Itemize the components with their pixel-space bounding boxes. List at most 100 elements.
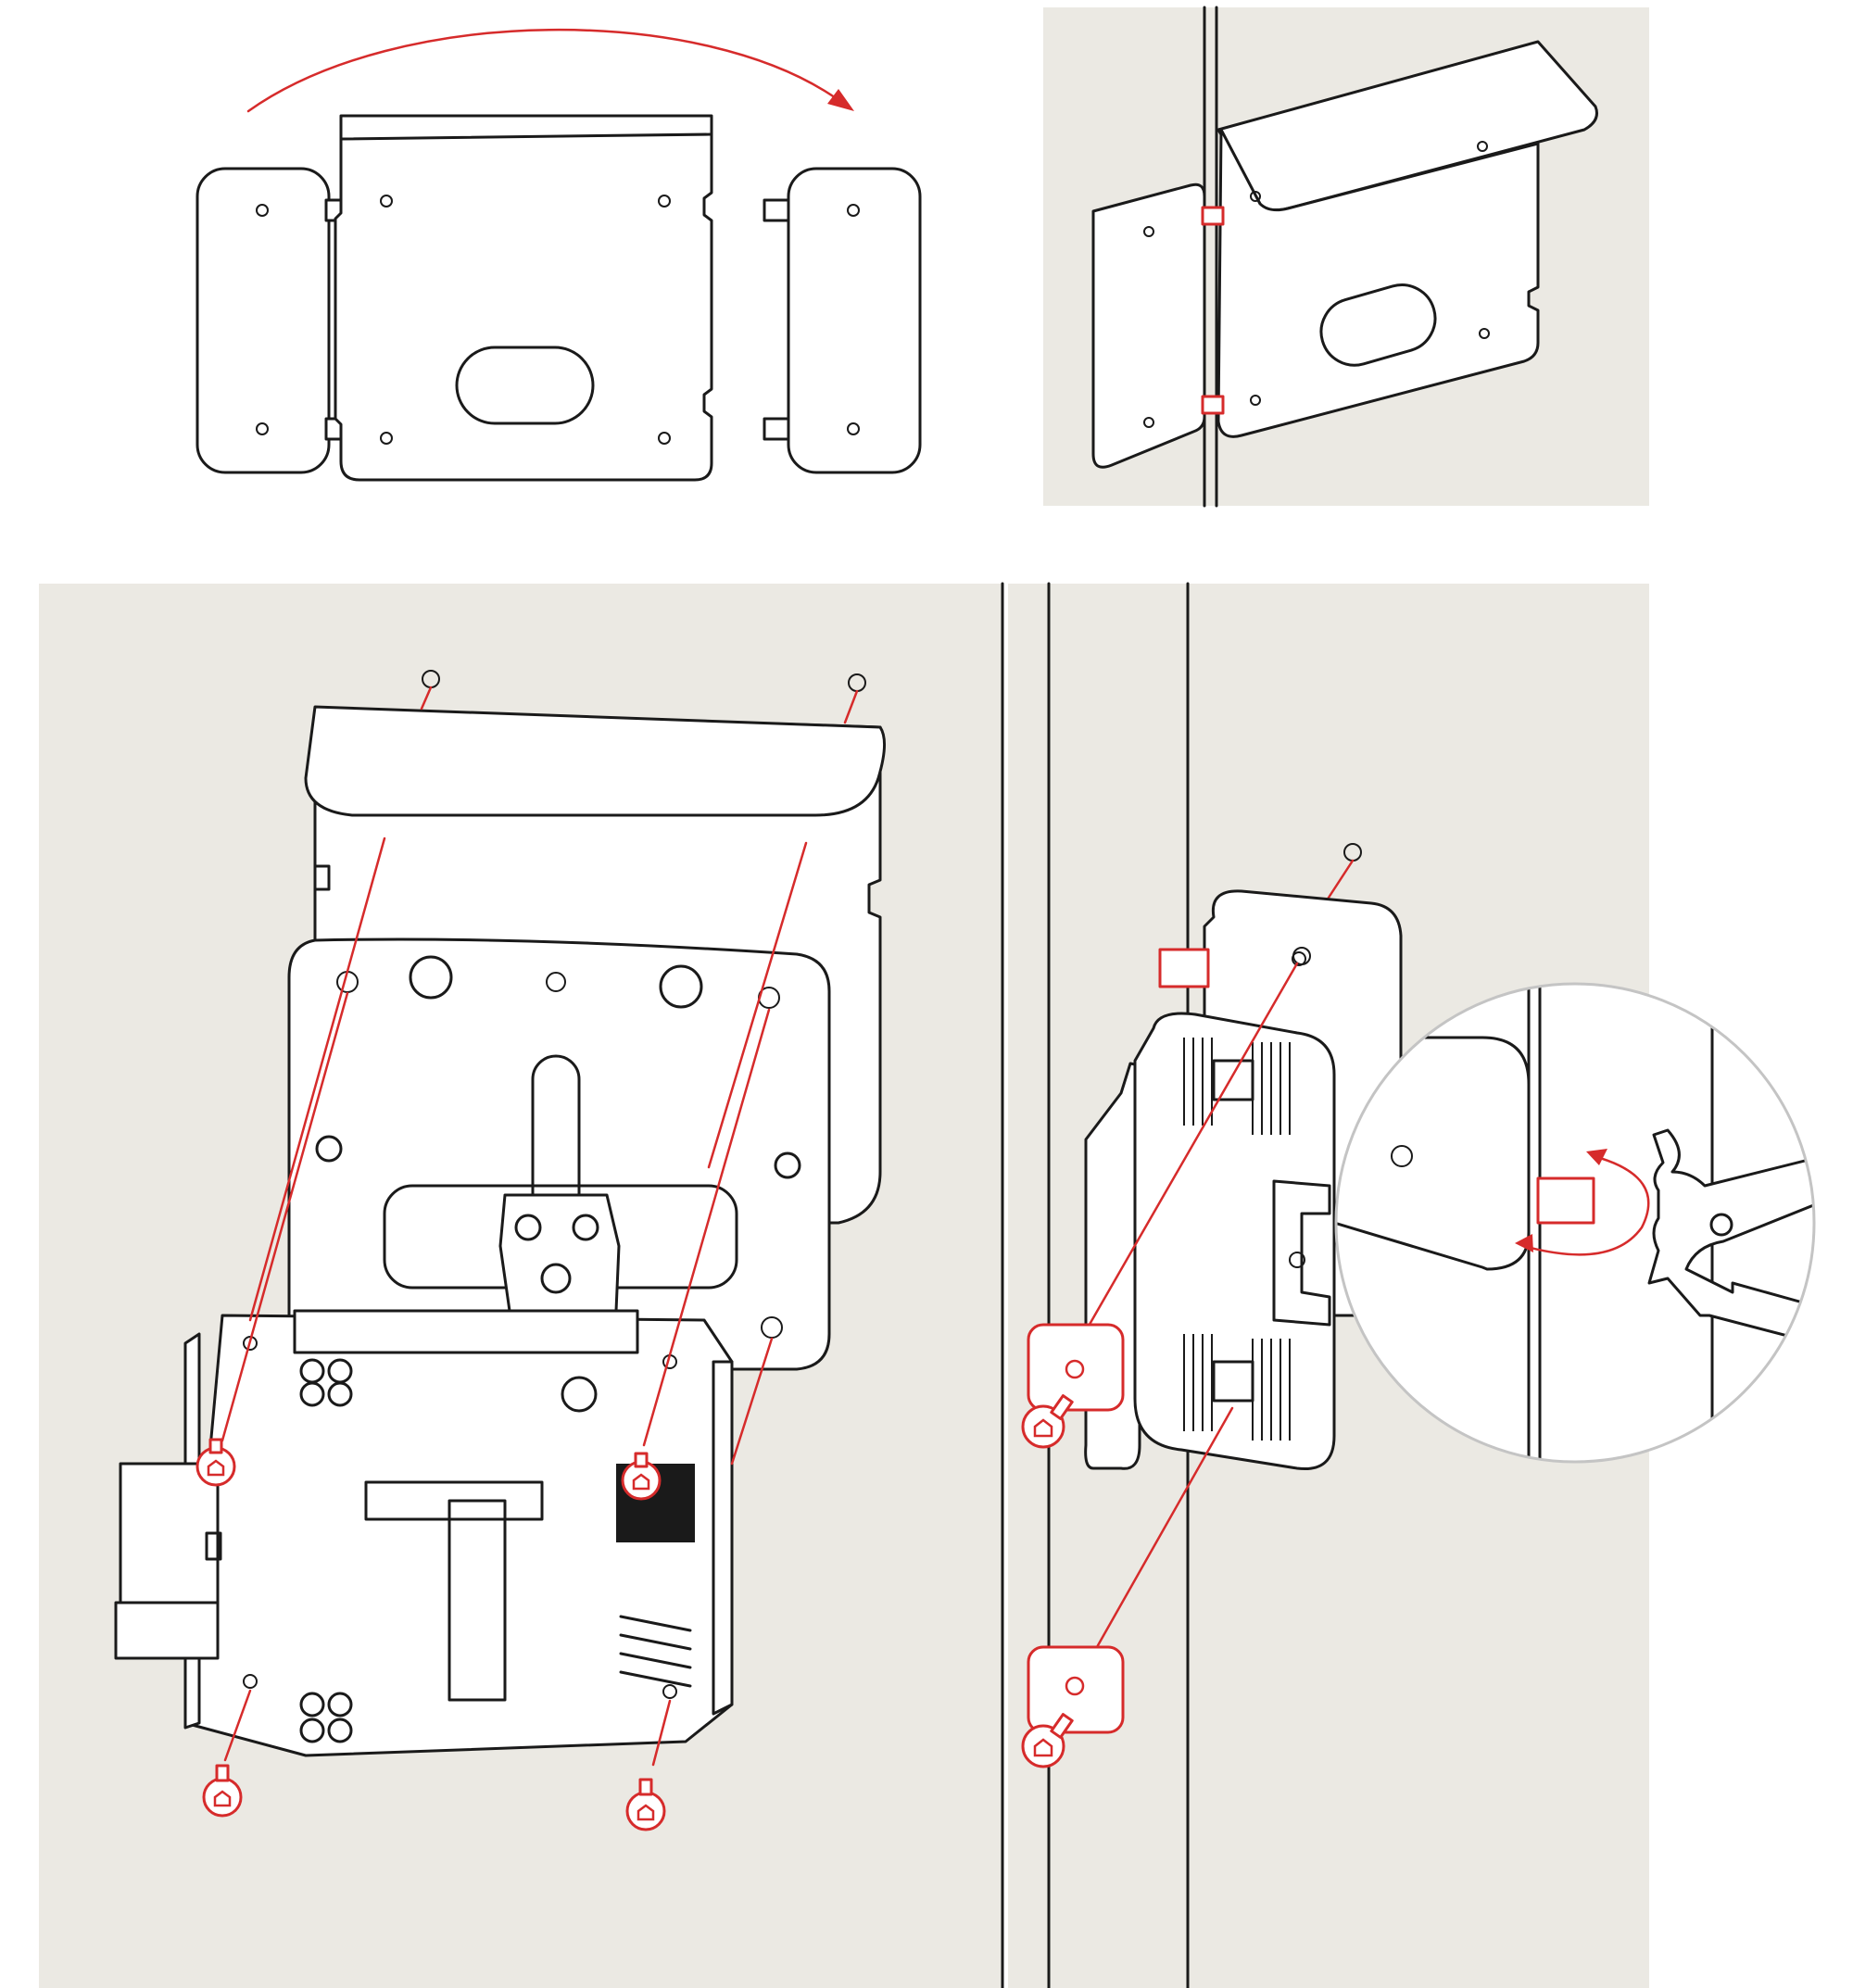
guide-line-tl (420, 686, 433, 711)
latch-hub (498, 1193, 621, 1313)
back-plate-clip (1158, 948, 1210, 988)
panel-step-4 (1001, 582, 1816, 1988)
hinge-clip-bottom (1201, 395, 1225, 415)
screw-icon (202, 1764, 243, 1818)
bracket-hole-b (1477, 141, 1488, 152)
hex-socket-screw-icon (1021, 1713, 1074, 1768)
guide-line-5 (223, 1689, 252, 1762)
strike-window-lower (1212, 1360, 1254, 1403)
guide-line-top (1325, 859, 1355, 902)
back-bracket-notch-left (313, 864, 331, 891)
guide-line-4 (642, 1008, 771, 1447)
center-hole-bl (380, 432, 393, 445)
detail-clip (1536, 1176, 1595, 1225)
bracket-hole-d (1479, 328, 1490, 339)
guide-line-2 (707, 841, 808, 1169)
lock-right-flange (712, 1360, 734, 1716)
lock-bolt-housing (119, 1462, 220, 1604)
lock-rivet-7 (299, 1717, 325, 1743)
left-tab-hole-bottom (256, 422, 269, 435)
guide-line-1 (248, 837, 386, 1322)
hub-screw-a (514, 1214, 542, 1241)
center-hole-br (658, 432, 671, 445)
plate-boss-b (659, 964, 703, 1009)
lock-spring-lower (619, 1615, 692, 1688)
lock-latch-window (205, 1531, 222, 1561)
fold-arrow-icon (246, 28, 840, 113)
fold-arrow-head (827, 89, 854, 111)
lock-inner-bar (364, 1480, 544, 1521)
lock-rivet-3 (299, 1381, 325, 1407)
hub-screw-b (572, 1214, 599, 1241)
right-tab-hole-top (847, 204, 860, 217)
side-tab-hole-bottom (1143, 417, 1154, 428)
screw-icon (621, 1452, 662, 1501)
back-bracket-hood (304, 705, 886, 817)
guide-line-3 (221, 991, 349, 1442)
center-hole-tr (658, 195, 671, 208)
screw-icon (195, 1438, 236, 1487)
lock-pivot (561, 1376, 598, 1413)
center-hole-tl (380, 195, 393, 208)
hinge-clip-top (1201, 206, 1225, 226)
panel-step-2 (1043, 6, 1649, 508)
strike-hatch-upper (1183, 1038, 1291, 1135)
magnifier-ring (1334, 982, 1816, 1464)
right-hinge-top (763, 198, 790, 222)
guide-line-tr (843, 689, 859, 724)
plate-boss-a (409, 955, 453, 1000)
bracket-hole-c (1250, 395, 1261, 406)
plate-hole-mid (546, 972, 566, 992)
lock-rivet-4 (327, 1381, 353, 1407)
detail-plate (1336, 1036, 1531, 1271)
panel-step-3 (39, 584, 1002, 1988)
center-plate-fold-line (339, 132, 713, 141)
right-tab-hole-bottom (847, 422, 860, 435)
right-hinge-bottom (763, 417, 790, 441)
plate-ring-right (774, 1151, 801, 1179)
rotate-arrow-head-bottom (1515, 1234, 1533, 1252)
plate-ring-left (315, 1135, 343, 1163)
guide-line-lower (1091, 1406, 1234, 1655)
spacer-upper-hole (1065, 1359, 1085, 1379)
bracket-slot (1319, 283, 1437, 367)
strike-latch-notch (1272, 1179, 1331, 1327)
rotate-arrow-head-top (1586, 1149, 1607, 1165)
bracket-hole-a (1250, 191, 1261, 202)
guide-line-6 (730, 1337, 774, 1466)
guide-line-upper (1082, 962, 1299, 1336)
left-tab-hole-top (256, 204, 269, 217)
lock-hole-tl (243, 1336, 258, 1351)
pliers-icon (1647, 1128, 1814, 1345)
strike-window-upper (1212, 1059, 1254, 1101)
side-tab-hole-top (1143, 226, 1154, 237)
center-bracket-plate (334, 114, 713, 482)
lock-cover-strip (293, 1309, 639, 1354)
right-tab-plate (787, 167, 922, 474)
side-tab-plate (1091, 182, 1206, 469)
lock-rivet-6 (327, 1692, 353, 1717)
center-slot (455, 346, 595, 425)
left-tab-plate (195, 167, 331, 474)
lock-bolt (114, 1601, 220, 1660)
rotate-arrow-icon (1525, 1154, 1650, 1256)
detail-plate-hole (1391, 1145, 1413, 1167)
screw-icon (625, 1778, 666, 1831)
pliers-pivot (1709, 1213, 1733, 1237)
bracket-body (1216, 128, 1540, 438)
spacer-lower (1027, 1645, 1125, 1734)
guide-line-7 (651, 1699, 672, 1767)
lock-box-body (183, 1314, 734, 1757)
strike-hole-mid (1289, 1252, 1305, 1268)
hex-socket-screw-icon (1021, 1394, 1074, 1449)
strike-hole-top (1292, 951, 1306, 966)
spacer-upper (1027, 1323, 1125, 1412)
magnifier-icon (1334, 982, 1816, 1464)
lock-rivet-5 (299, 1692, 325, 1717)
lock-hole-bl (243, 1674, 258, 1689)
panel-step-1 (195, 28, 922, 482)
spacer-lower-hole (1065, 1676, 1085, 1696)
hub-screw-c (540, 1263, 572, 1294)
lock-hole-br (662, 1684, 677, 1699)
